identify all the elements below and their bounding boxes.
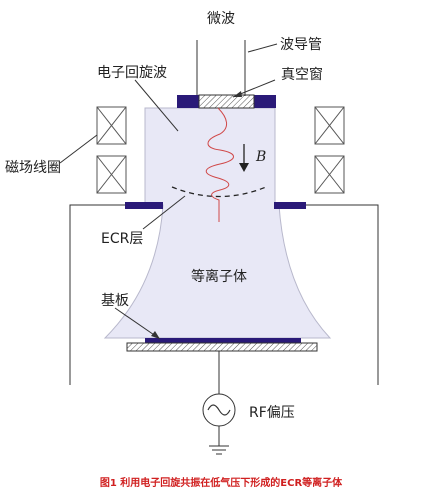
magnet-coil-left-bottom (96, 155, 127, 194)
window-flange-left (177, 95, 199, 108)
label-plasma: 等离子体 (191, 268, 247, 285)
label-rf-bias: RF偏压 (249, 405, 295, 421)
label-substrate: 基板 (101, 292, 129, 309)
leader-substrate (114, 307, 161, 340)
electron-cyclotron-wave (205, 107, 234, 222)
magnet-coil-left-top (96, 106, 127, 145)
leader-waveguide (247, 43, 278, 53)
label-ecr-layer: ECR层 (101, 231, 143, 247)
substrate-plate (145, 338, 301, 343)
vacuum-window (198, 94, 255, 109)
leader-substrate-arrowhead (151, 331, 160, 339)
magnet-coil-right-top (314, 106, 345, 145)
chamber-wall-right (305, 204, 379, 385)
leader-magnet-coil (59, 134, 98, 164)
ground-icon (209, 445, 229, 455)
magnet-coil-right-bottom (314, 155, 345, 194)
rf-source-icon (202, 393, 236, 427)
leader-vacuum-window-arrowhead (233, 91, 242, 97)
chamber-seal-left (125, 202, 163, 209)
window-flange-right (254, 95, 276, 108)
chamber-seal-right (274, 202, 306, 209)
label-waveguide: 波导管 (280, 37, 322, 53)
label-magnet-coil: 磁场线圈 (5, 160, 61, 176)
ecr-layer-arc (171, 186, 267, 198)
figure-caption: 图1 利用电子回旋共振在低气压下形成的ECR等离子体 (100, 476, 343, 489)
label-b-field: B (255, 149, 266, 165)
label-microwave: 微波 (207, 11, 235, 27)
substrate-holder (126, 342, 318, 352)
b-field-arrowhead (239, 163, 249, 172)
chamber-wall-left (69, 204, 125, 385)
label-ecr-wave: 电子回旋波 (97, 65, 167, 81)
plasma-region (103, 107, 332, 339)
leader-ecr-wave (134, 79, 179, 132)
label-vacuum-window: 真空窗 (281, 66, 323, 83)
leader-ecr-layer (142, 195, 186, 230)
